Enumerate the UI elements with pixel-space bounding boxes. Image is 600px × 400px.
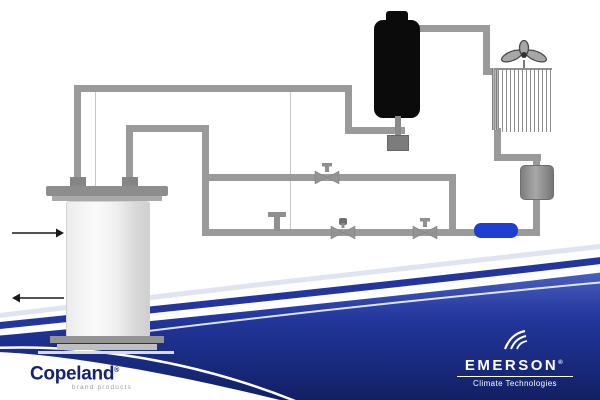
emerson-wordmark-text: EMERSON: [464, 357, 559, 374]
evaporator-vessel: [66, 201, 150, 338]
service-port-cap: [268, 212, 286, 217]
pipe-suction-drop: [345, 85, 352, 134]
emerson-divider: [457, 376, 573, 377]
evaporator-flange-top: [46, 186, 168, 196]
compressor-foot: [387, 135, 409, 151]
evaporator-plate: [52, 196, 162, 201]
liquid-receiver: [520, 165, 554, 200]
filter-drier-body: [474, 223, 518, 238]
sensor-line: [95, 92, 96, 186]
bypass-valve-icon: [314, 163, 340, 185]
pipe-bypass-drop: [449, 174, 456, 236]
pipe-suction-horizontal: [74, 85, 352, 92]
pipe-evaporator-feed-drop: [126, 125, 133, 186]
filter-drier: [474, 223, 518, 238]
water-inlet-arrow: [12, 228, 64, 238]
wave-band: [0, 272, 600, 400]
pipe-condenser-inlet: [483, 68, 499, 75]
evaporator-base-plate: [50, 336, 164, 343]
copeland-registered: ®: [114, 367, 120, 374]
wave-highlight-bottom: [0, 346, 296, 400]
pipe-left-riser: [202, 128, 209, 236]
pipe-condenser-outlet: [494, 128, 501, 161]
pipe-liquid-line: [202, 229, 540, 236]
copeland-wordmark-text: Copeland: [30, 363, 115, 385]
pipe-collar-left: [70, 177, 86, 186]
emerson-logo: EMERSON® Climate Technologies: [448, 329, 582, 388]
service-port-stub: [274, 216, 280, 231]
evaporator-base-plate-2: [57, 344, 157, 350]
compressor-cap: [386, 11, 408, 23]
emerson-mark-icon: [503, 329, 528, 350]
emerson-tagline: Climate Technologies: [473, 379, 557, 388]
evaporator-base-line: [38, 351, 174, 354]
liquid-line-valve-icon: [412, 218, 438, 240]
copeland-wordmark: Copeland®: [30, 361, 132, 383]
pipe-discharge-drop: [483, 25, 490, 75]
condenser-fan-icon: [501, 40, 547, 68]
pipe-receiver-inlet: [533, 154, 540, 170]
compressor-stub: [395, 116, 401, 137]
pipe-to-receiver: [494, 154, 541, 161]
emerson-registered: ®: [558, 360, 566, 366]
expansion-valve-icon: [330, 218, 356, 240]
pipe-receiver-outlet: [533, 196, 540, 236]
water-outlet-arrow: [12, 293, 64, 303]
pipe-discharge-horizontal: [416, 25, 490, 32]
copeland-logo: Copeland® brand products: [30, 361, 132, 391]
pipe-collar-right: [122, 177, 138, 186]
pipe-evaporator-feed-horizontal: [126, 125, 209, 132]
wave-highlight-top: [139, 281, 600, 333]
condenser-coil: [494, 68, 552, 132]
equalizer-line: [290, 92, 291, 229]
pipe-suction-to-compressor: [345, 127, 405, 134]
compressor: [374, 20, 420, 118]
emerson-wordmark: EMERSON®: [448, 355, 582, 374]
copeland-tagline: brand products: [71, 384, 132, 392]
pipe-suction-riser: [74, 90, 81, 186]
